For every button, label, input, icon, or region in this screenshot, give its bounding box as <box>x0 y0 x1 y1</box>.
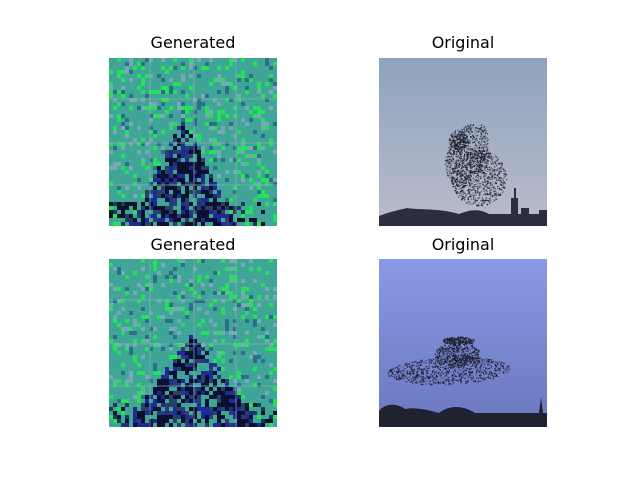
generated-image-2-canvas <box>109 259 277 427</box>
panel-title-generated-2: Generated <box>150 235 236 254</box>
original-image-2-canvas <box>379 259 547 427</box>
panel-title-generated-1: Generated <box>150 33 236 52</box>
generated-image-2 <box>109 259 277 427</box>
panel-title-original-1: Original <box>431 33 495 52</box>
original-image-2 <box>379 259 547 427</box>
original-image-1 <box>379 58 547 226</box>
panel-title-original-2: Original <box>431 235 495 254</box>
starling-flock-1 <box>444 123 508 207</box>
generated-image-1 <box>109 58 277 226</box>
original-image-1-canvas <box>379 58 547 226</box>
starling-flock-2 <box>387 336 510 386</box>
generated-image-1-canvas <box>109 58 277 226</box>
